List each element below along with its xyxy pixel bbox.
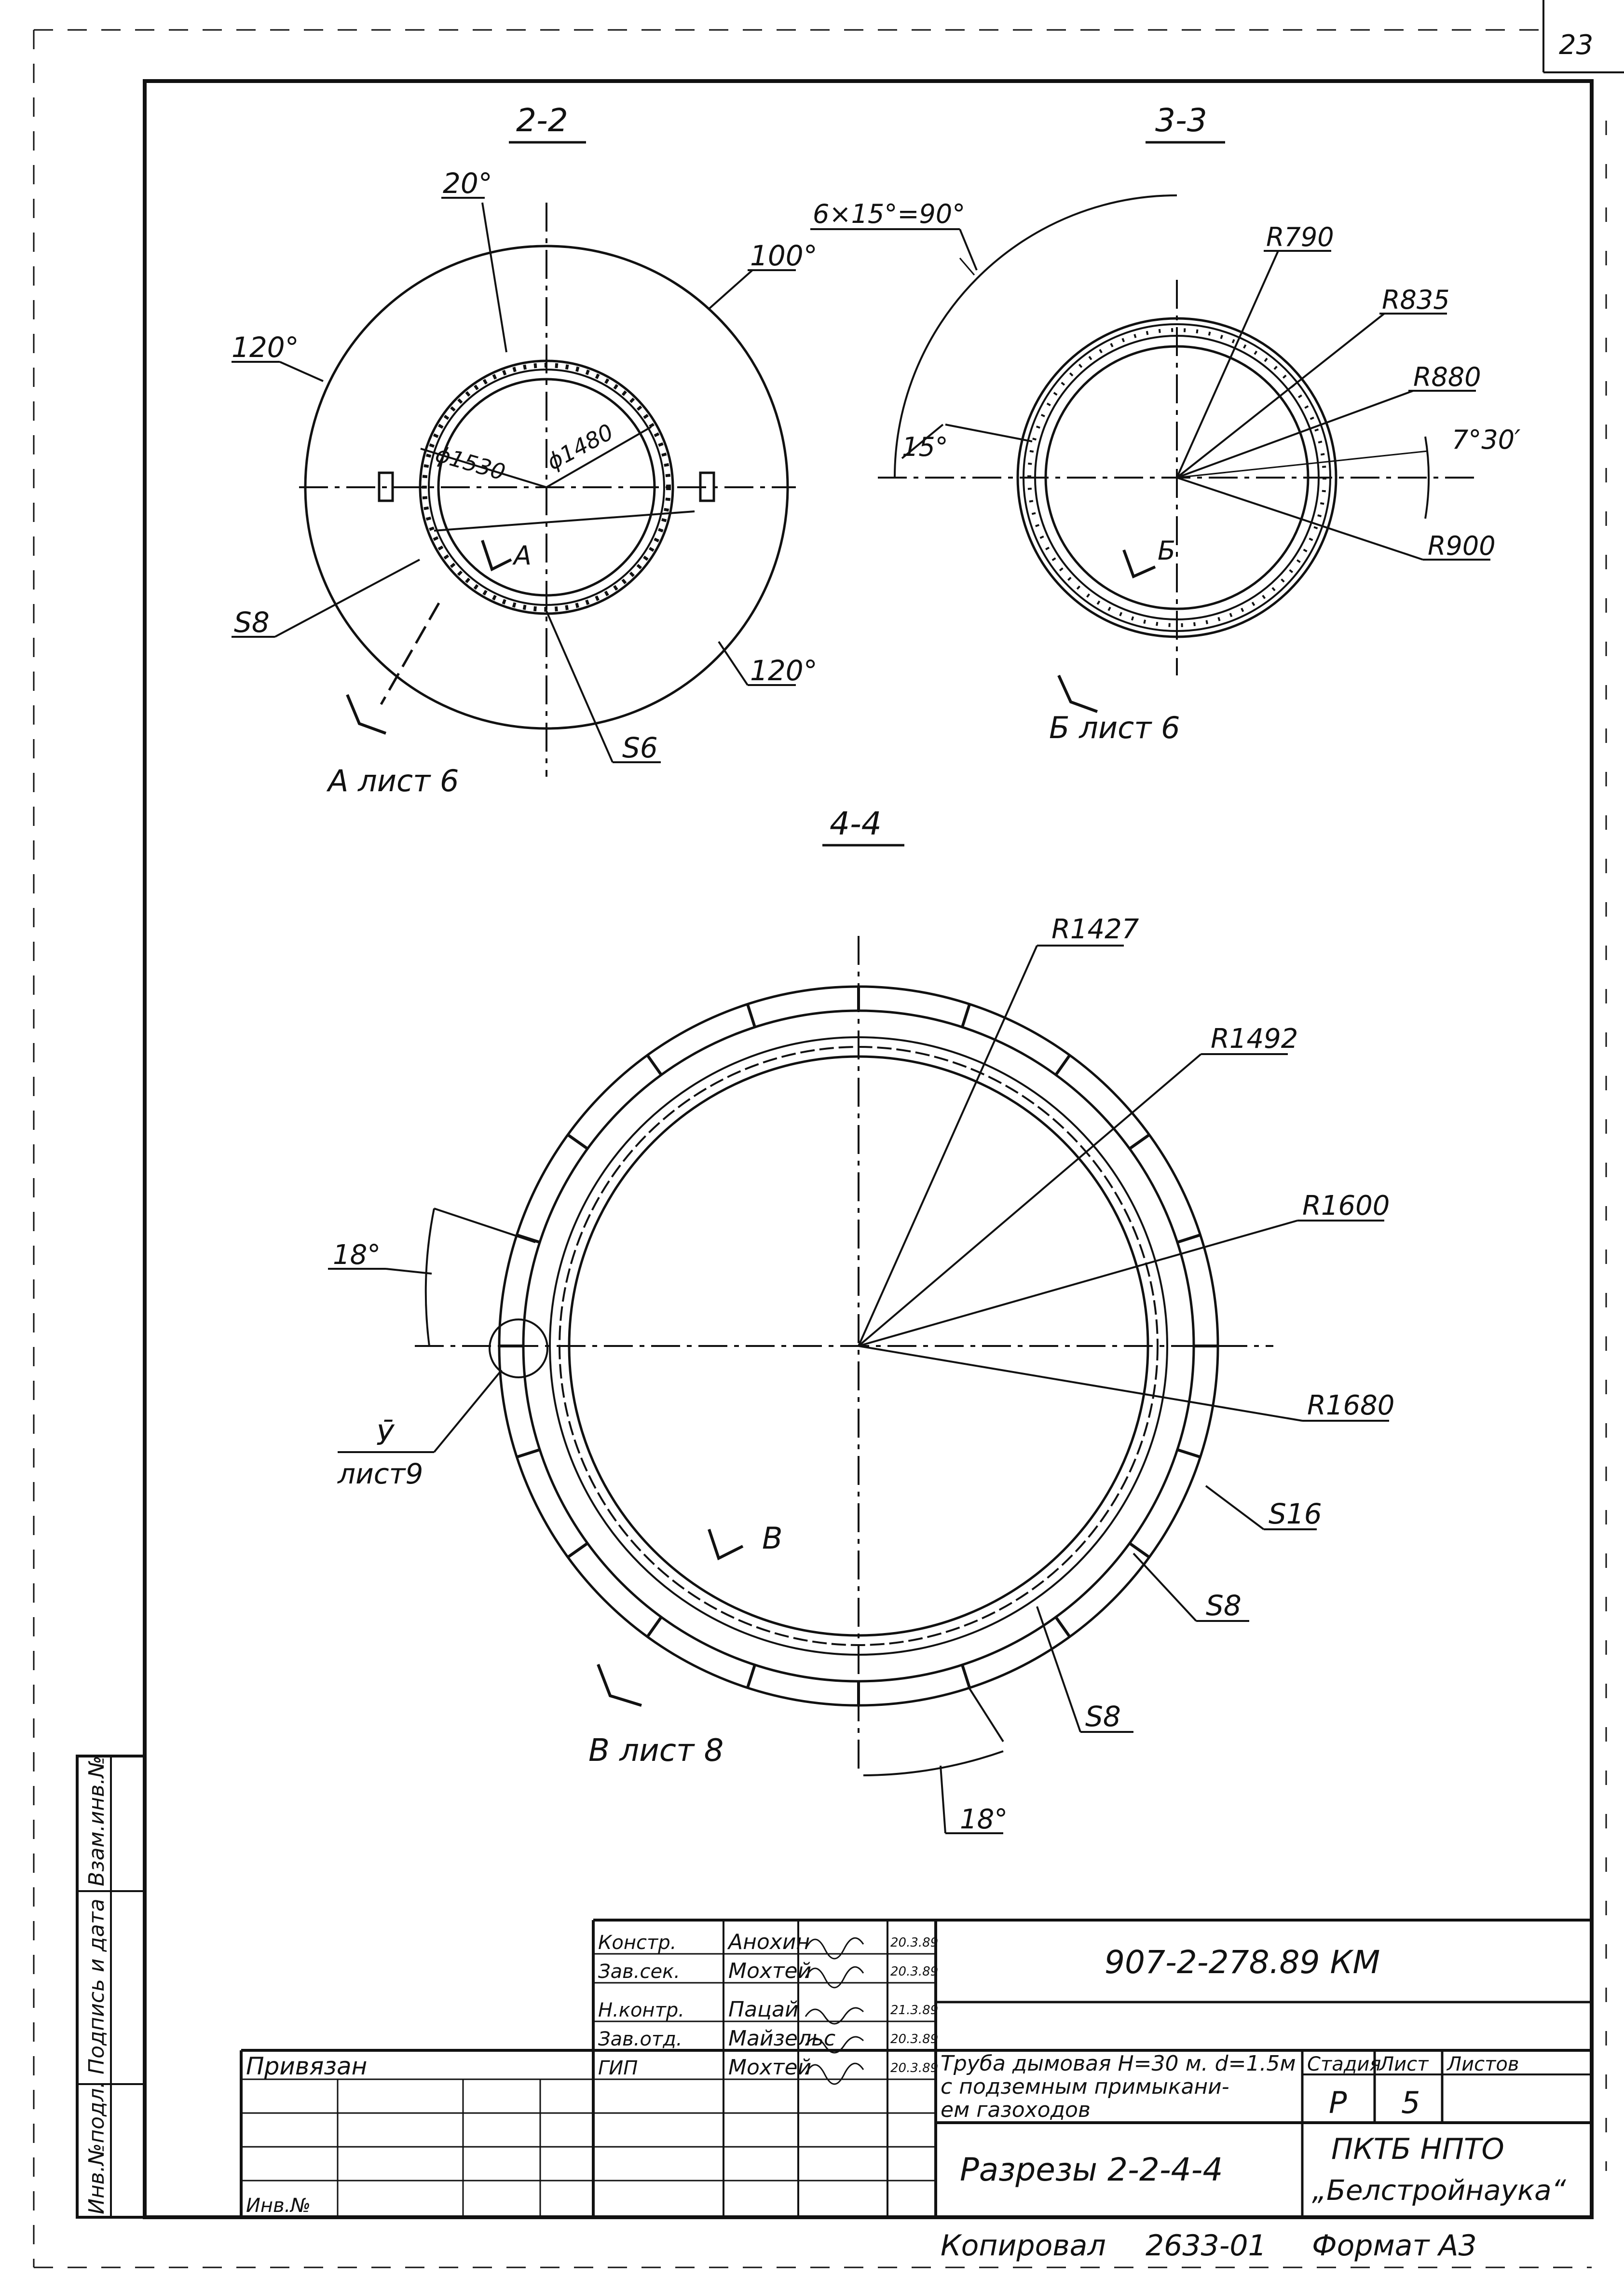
radius-r880: R880 <box>1413 362 1481 392</box>
thickness-s16: S16 <box>1269 1497 1322 1530</box>
thickness-s6: S6 <box>622 731 658 764</box>
name-mokhtei-gip: Мохтей <box>728 2055 811 2080</box>
stage-value: Р <box>1329 2085 1347 2120</box>
name-patsai: Пацай <box>728 1997 799 2022</box>
drawing-title: Разрезы 2-2-4-4 <box>960 2151 1223 2188</box>
date-5: 20.3.89 <box>890 2061 938 2075</box>
stamp-inv-podl: Инв.№подл. <box>84 2081 109 2214</box>
angle-15: 15° <box>902 432 948 462</box>
radius-r835: R835 <box>1382 285 1450 315</box>
node-ref: лист9 <box>337 1457 423 1490</box>
angle-18-left: 18° <box>333 1239 381 1271</box>
org-line-1: ПКТБ НПТО <box>1331 2132 1504 2166</box>
angle-100: 100° <box>750 239 818 272</box>
title-block: 907-2-278.89 КМ Констр. Зав.сек. Н.контр… <box>240 1919 1592 2217</box>
cut-ref-v: B лист 8 <box>588 1733 723 1769</box>
angle-7-30: 7°30′ <box>1452 425 1520 455</box>
radius-r1680: R1680 <box>1307 1390 1394 1421</box>
sheets-header: Листов <box>1446 2053 1519 2075</box>
object-title-line-3: ем газоходов <box>941 2098 1091 2122</box>
org-line-2: „Белстройнаука“ <box>1312 2174 1567 2207</box>
name-mokhtei: Мохтей <box>728 1959 811 1983</box>
cut-mark-a: A <box>512 540 532 571</box>
role-zav-otd: Зав.отд. <box>598 2028 682 2050</box>
object-title-line-2: с подземным примыкани- <box>941 2074 1229 2099</box>
radius-r790: R790 <box>1266 222 1334 252</box>
stamp-vzam-inv: Взам.инв.№ <box>84 1756 109 1886</box>
sheet-corner-number: 23 <box>1559 29 1593 61</box>
thickness-s8-a: S8 <box>1206 1589 1242 1622</box>
angle-6x15-90: 6×15°=90° <box>813 199 965 229</box>
section-2-2: 2-2 20° 100° 120° 120° ϕ1530 ϕ <box>232 102 818 798</box>
radius-r1427: R1427 <box>1051 914 1139 945</box>
role-zav-sek: Зав.сек. <box>598 1961 680 1983</box>
cut-ref-b: Б лист 6 <box>1049 710 1180 745</box>
cut-mark-v: B <box>762 1521 783 1556</box>
footer-copied: Копировал <box>941 2229 1106 2263</box>
inv-no-label: Инв.№ <box>246 2195 311 2217</box>
radius-r1600: R1600 <box>1302 1190 1390 1222</box>
role-n-kontr: Н.контр. <box>598 1999 684 2021</box>
side-stamp: Инв.№подл. Подпись и дата Взам.инв.№ <box>76 1755 146 2219</box>
section-2-2-title: 2-2 <box>516 102 568 139</box>
diameter-1530: ϕ1530 <box>433 441 508 486</box>
name-maizels: Майзельс <box>728 2026 835 2051</box>
section-3-3: 3-3 6×15°=90° 15° 7°30′ R790 R835 R880 <box>810 102 1520 745</box>
date-2: 20.3.89 <box>890 1964 938 1979</box>
diameter-1480: ϕ1480 <box>543 419 618 475</box>
cut-ref-a: A лист 6 <box>326 763 459 798</box>
date-3: 21.3.89 <box>890 2003 938 2018</box>
doc-code: 907-2-278.89 КМ <box>1105 1944 1380 1981</box>
role-gip: ГИП <box>598 2057 638 2079</box>
signatures <box>805 1937 864 2085</box>
section-4-4-title: 4-4 <box>830 805 882 842</box>
stage-header: Стадия <box>1307 2053 1381 2075</box>
name-anokhin: Анохин <box>727 1930 810 1954</box>
footer-format: Формат А3 <box>1312 2229 1477 2263</box>
stamp-signature-date: Подпись и дата <box>84 1899 109 2074</box>
radius-r900: R900 <box>1428 531 1496 561</box>
angle-18-bottom: 18° <box>960 1804 1008 1835</box>
sheet-value: 5 <box>1401 2085 1420 2120</box>
date-4: 20.3.89 <box>890 2032 938 2046</box>
object-title-line-1: Труба дымовая Н=30 м. d=1.5м <box>941 2051 1296 2076</box>
node-label: Ӯ <box>376 1419 395 1452</box>
thickness-s8: S8 <box>234 606 270 639</box>
privyazan-label: Привязан <box>246 2052 367 2080</box>
radius-r1492: R1492 <box>1211 1023 1298 1055</box>
angle-20: 20° <box>443 167 492 200</box>
role-konstr: Констр. <box>598 1932 676 1954</box>
footer: Копировал 2633-01 Формат А3 <box>941 2229 1477 2263</box>
cut-mark-b: Б <box>1158 535 1175 566</box>
section-4-4: 4-4 <box>328 805 1394 1835</box>
date-1: 20.3.89 <box>890 1936 938 1950</box>
angle-120-bottom: 120° <box>750 654 818 687</box>
sheet-frame <box>33 0 1624 2268</box>
sheet-header: Лист <box>1378 2053 1429 2075</box>
angle-120-left: 120° <box>232 331 299 364</box>
section-3-3-title: 3-3 <box>1155 102 1207 139</box>
footer-code: 2633-01 <box>1146 2229 1267 2263</box>
thickness-s8-b: S8 <box>1085 1700 1121 1733</box>
